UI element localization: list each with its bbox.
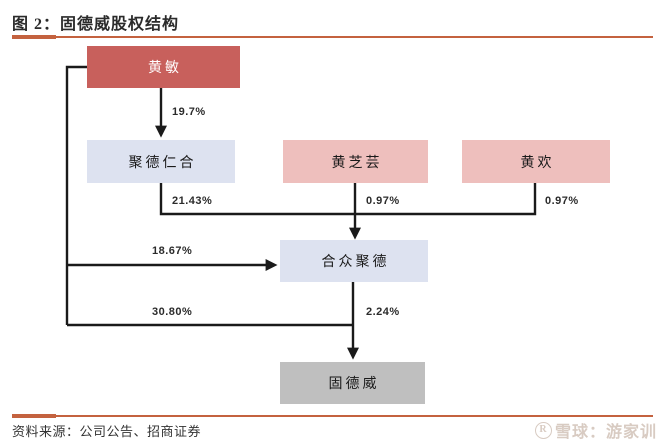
node-judereнhe[interactable]: 聚德仁合	[87, 140, 235, 183]
edge-judereнhe-merge	[159, 183, 354, 216]
connector-lines	[65, 65, 537, 360]
edge-label-0-97-b: 0.97%	[545, 195, 579, 207]
edge-label-30-80: 30.80%	[152, 306, 193, 318]
edge-label-0-97-a: 0.97%	[366, 195, 400, 207]
edge-label-18-67: 18.67%	[152, 245, 193, 257]
footer-rule-accent	[12, 414, 56, 418]
header-rule-thin	[12, 36, 653, 38]
registered-icon: R	[534, 421, 552, 439]
figure-title: 图 2：固德威股权结构	[12, 16, 180, 33]
node-guodewei[interactable]: 固德威	[280, 362, 425, 404]
node-hezhongjude[interactable]: 合众聚德	[280, 240, 428, 282]
watermark-text: 雪球：游家训	[554, 424, 657, 441]
edge-label-19-7: 19.7%	[172, 106, 206, 118]
node-huanghuan[interactable]: 黄欢	[462, 140, 610, 183]
header-rule-accent	[12, 35, 56, 39]
edge-huangmin-left-trunk	[65, 65, 161, 325]
edge-label-21-43: 21.43%	[172, 195, 213, 207]
edge-label-2-24: 2.24%	[366, 306, 400, 318]
footer-rule-thin	[12, 415, 653, 417]
node-huangmin[interactable]: 黄敏	[87, 46, 240, 88]
source-note: 资料来源：公司公告、招商证券	[12, 424, 202, 439]
edge-huanghuan-merge	[356, 183, 537, 216]
watermark: R 雪球：游家训	[534, 418, 657, 442]
node-huangzhiyun[interactable]: 黄芝芸	[283, 140, 428, 183]
org-chart-canvas: 黄敏 聚德仁合 黄芝芸 黄欢 合众聚德 固德威 19.7% 21.43% 0.9…	[0, 40, 665, 412]
